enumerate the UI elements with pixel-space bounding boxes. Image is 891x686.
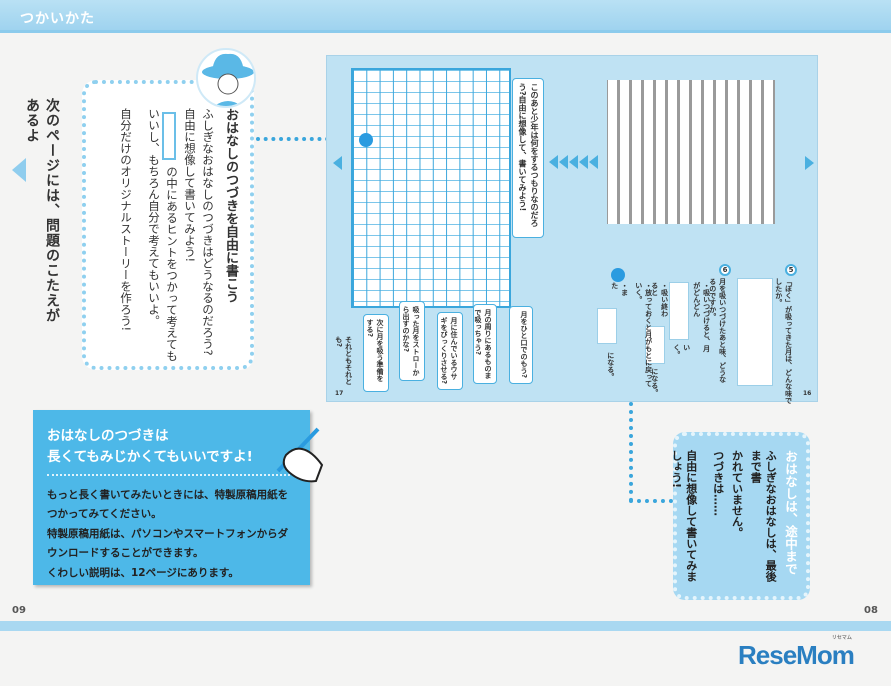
story-text-column [599,72,783,264]
step-text: になる。 [606,352,615,380]
tip-title: おはなしのつづきは長くてもみじかくてもいいですよ! [47,426,302,476]
marker-dot [611,268,625,282]
inner-page-number: 17 [335,390,344,397]
question-card: このあと少年は何をするつもりなのだろう?自由に想像して、書いてみよう! [512,78,544,238]
step-text: ・吸い終わると [650,282,669,317]
right-box-line: かれていません。 [730,450,744,538]
left-box-title: おはなしのつづきを自由に書こう [223,108,238,303]
left-instruction-box: おはなしのつづきを自由に書こう ふしぎなおはなしのつづきはどうなるのだろう? 自… [82,80,254,370]
left-box-line: の中にあるヒントをつかって考えても [165,166,179,362]
inner-page-number: 16 [803,390,812,397]
hand-pencil-icon [276,427,324,483]
chevron-left-icon [589,155,598,169]
triangle-left-icon [12,158,26,182]
right-box-line: 自由に想像して書いてみましょう! [669,450,698,582]
step-text: ・吸いつづけると、月がどんどん [692,282,711,352]
connector-line [629,499,673,503]
answer-box [645,326,665,364]
left-box-line: 自由に想像して書いてみよう! [183,108,197,263]
worksheet-preview: このあと少年は何をするつもりなのだろう?自由に想像して、書いてみよう! 月をひと… [326,55,818,404]
header-bar: つかいかた [0,0,891,33]
answer-box [669,282,689,340]
step-text: ・放っておくと月がもとに戻っていく。 [634,282,653,387]
right-box-title: おはなしは、途中まで [783,450,798,575]
header-title: つかいかた [20,11,95,27]
writing-grid [351,68,511,308]
question-number: 6 [719,264,731,276]
hint-card: 吸った月をストローから出すのかな? [399,301,425,381]
next-page-note: 次のページには、問題のこたえがあるよ [24,98,60,323]
footer-bar [0,621,891,631]
chevron-left-icon [579,155,588,169]
connector-line [629,402,633,502]
answer-box [737,278,773,386]
hint-extra: それともそれとも? [334,336,353,385]
detective-hat-icon [202,53,254,106]
chevron-left-icon [549,155,558,169]
left-box-line: 自分だけのオリジナルストーリーを作ろう! [119,108,133,332]
chevron-left-icon [559,155,568,169]
hint-card: 次に月を吸う準備をする? [363,314,389,392]
hint-card: 月に住んでいるウサギをびっくりさせる? [437,312,463,390]
chevron-left-icon [569,155,578,169]
left-box-line: ふしぎなおはなしのつづきはどうなるのだろう? [201,108,215,356]
right-box-line: ふしぎなおはなしは、最後まで書 [749,450,778,582]
question-5: 「ぼく」が吸ってきた月は、どんな味でしたか。 [774,278,793,404]
connector-line [256,137,360,141]
page-number-right: 08 [864,605,878,616]
question-6: 月を吸いつづけたあと味、どうなるのですか。 [708,278,727,383]
hint-card: 月をひと口でのもう? [509,306,533,384]
tip-body: もっと長く書いてみたいときには、特製原稿用紙を つかってみてください。 特製原稿… [47,488,289,579]
step-text: になる。 [650,368,659,396]
right-box-line: つづきは…… [711,450,725,516]
right-instruction-box: おはなしは、途中まで ふしぎなおはなしは、最後まで書 かれていません。 つづきは… [670,432,810,600]
triangle-left-icon [333,156,342,170]
question-number: 5 [785,264,797,276]
hint-card: 月の周りにあるものまで吸っちゃう? [473,304,497,384]
triangle-right-icon [805,156,814,170]
tip-box: おはなしのつづきは長くてもみじかくてもいいですよ! もっと長く書いてみたいときに… [33,410,310,585]
character-avatar [196,48,256,108]
page-number-left: 09 [12,605,26,616]
answer-box [597,308,617,344]
hint-bubble-icon [162,112,176,160]
marker-dot [359,133,373,147]
left-box-line: いいし、もちろん自分で考えてもいいよ。 [147,108,161,327]
step-text: ・また [610,282,629,296]
step-text: いく。 [672,344,691,358]
chevron-arrows [549,154,599,173]
